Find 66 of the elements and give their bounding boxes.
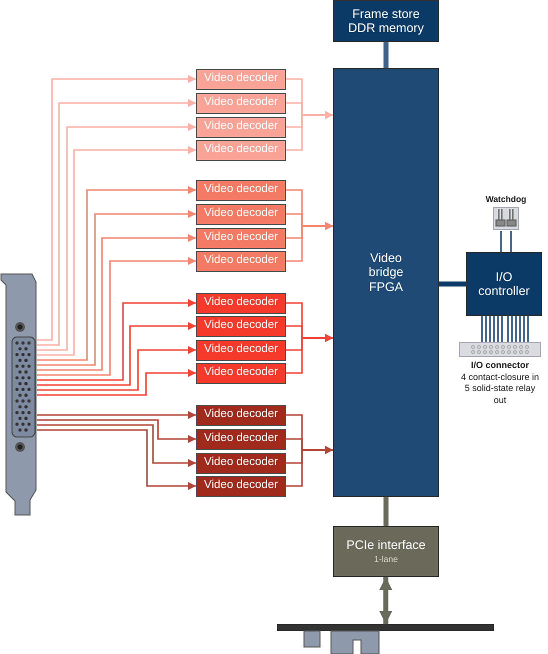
decoder-label: Video decoder xyxy=(204,207,278,221)
decoder-label: Video decoder xyxy=(204,432,278,446)
decoder-box xyxy=(196,362,286,384)
decoder-label: Video decoder xyxy=(204,96,278,110)
decoder-box xyxy=(196,180,286,200)
arrow xyxy=(37,257,196,376)
decoder-box xyxy=(196,204,286,224)
arrow xyxy=(37,299,196,381)
arrow xyxy=(286,446,333,487)
arrow xyxy=(286,222,333,262)
arrow xyxy=(286,334,333,374)
connector-line xyxy=(500,230,512,253)
arrow xyxy=(37,322,196,386)
decoder-label: Video decoder xyxy=(204,254,278,268)
decoder-label: Video decoder xyxy=(204,479,278,493)
connector-line xyxy=(439,282,466,286)
decoder-label: Video decoder xyxy=(204,72,278,86)
decoder-label: Video decoder xyxy=(204,143,278,157)
decoder-label: Video decoder xyxy=(204,231,278,245)
decoder-box xyxy=(196,292,286,314)
arrow xyxy=(286,111,333,151)
component-box xyxy=(333,0,439,42)
decoder-box xyxy=(196,92,286,114)
arrow xyxy=(37,424,196,467)
arrow xyxy=(37,210,196,366)
interface-box xyxy=(333,526,439,577)
decoder-box xyxy=(196,68,286,90)
component-box xyxy=(466,252,542,316)
block-label: I/O controller xyxy=(477,270,531,298)
decoder-box xyxy=(196,476,286,496)
block-label: Frame store DDR memory xyxy=(347,6,425,36)
connector-description: 4 contact-closure in 5 solid-state relay out xyxy=(460,372,540,407)
block-label: PCIe interface xyxy=(346,538,426,552)
decoder-box xyxy=(196,228,286,248)
decoder-label: Video decoder xyxy=(204,120,278,134)
decoder-box xyxy=(196,340,286,360)
decoder-label: Video decoder xyxy=(204,456,278,470)
decoder-box xyxy=(196,316,286,336)
connector-line xyxy=(481,315,529,343)
decoder-label: Video decoder xyxy=(204,183,278,197)
decoder-box xyxy=(196,428,286,450)
decoder-box xyxy=(196,140,286,160)
connector-line xyxy=(384,42,388,68)
arrow xyxy=(37,346,196,391)
arrow xyxy=(37,186,196,361)
decoder-box xyxy=(196,250,286,272)
decoder-label: Video decoder xyxy=(204,343,278,357)
decoder-label: Video decoder xyxy=(204,319,278,333)
decoder-box xyxy=(196,404,286,426)
arrow xyxy=(37,419,196,443)
connector-label: I/O connector xyxy=(470,360,530,372)
decoder-box xyxy=(196,116,286,138)
arrow xyxy=(37,234,196,371)
arrow xyxy=(37,369,196,396)
block-sublabel: 1-lane xyxy=(374,555,398,566)
fpga-block xyxy=(333,68,439,497)
block-label: Video bridge FPGA xyxy=(368,251,404,294)
arrow xyxy=(37,411,196,419)
connector-line xyxy=(384,497,388,526)
decoder-label: Video decoder xyxy=(204,366,278,380)
decoder-label: Video decoder xyxy=(204,408,278,422)
decoder-label: Video decoder xyxy=(204,296,278,310)
watchdog-label: Watchdog xyxy=(484,195,528,205)
arrow xyxy=(37,429,196,490)
arrow xyxy=(379,577,392,624)
decoder-box xyxy=(196,452,286,474)
